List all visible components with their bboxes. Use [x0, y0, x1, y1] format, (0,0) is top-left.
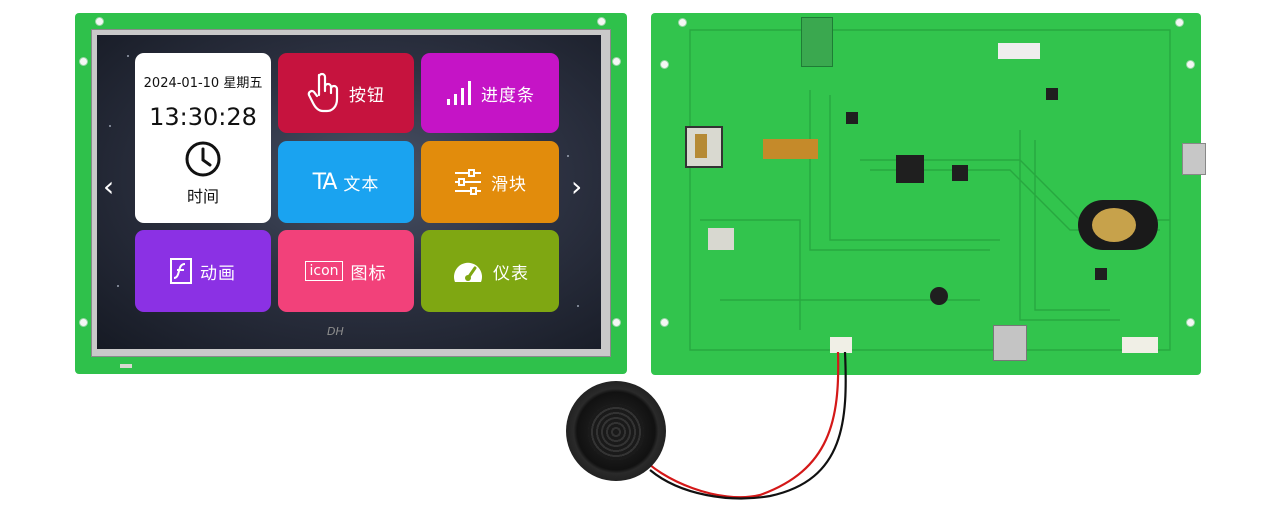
bars-progress-icon	[447, 81, 471, 105]
ic-chip	[1046, 88, 1058, 100]
sd-card-slot	[993, 325, 1027, 361]
test-pad	[708, 228, 734, 250]
next-page-arrow[interactable]: ›	[571, 170, 583, 203]
tile-text-label: 文本	[343, 174, 380, 195]
mount-hole	[660, 318, 669, 327]
time-text: 13:30:28	[149, 102, 257, 131]
mount-hole	[1186, 60, 1195, 69]
ffc-connector-latch	[695, 134, 707, 158]
ic-chip	[952, 165, 968, 181]
clock-icon	[185, 141, 221, 176]
ic-chip	[1095, 268, 1107, 280]
tile-button[interactable]: 按钮	[278, 53, 414, 133]
speaker-connector	[830, 337, 852, 353]
tile-animation[interactable]: 动画	[135, 230, 271, 312]
display-module-back	[651, 13, 1201, 375]
tile-progress-label: 进度条	[481, 85, 535, 106]
gauge-icon	[454, 262, 482, 282]
speaker-cone	[588, 404, 644, 460]
buzzer	[930, 287, 948, 305]
lcd-screen: ‹ › 2024-01-10 星期五 13:30:28 时间 按钮 进度条 TA…	[97, 35, 601, 349]
mount-hole	[660, 60, 669, 69]
mount-hole	[79, 318, 88, 327]
tile-gauge[interactable]: 仪表	[421, 230, 559, 312]
tile-icon[interactable]: icon 图标	[278, 230, 414, 312]
prev-page-arrow[interactable]: ‹	[103, 170, 115, 203]
text-ta-icon: TA	[312, 169, 338, 195]
clock-label: 时间	[186, 186, 219, 206]
brand-mark: DH	[327, 325, 344, 338]
mcu-chip	[896, 155, 924, 183]
icon-badge: icon	[305, 261, 343, 281]
mount-hole	[612, 57, 621, 66]
sliders-icon	[455, 169, 481, 195]
date-text: 2024-01-10 星期五	[143, 75, 263, 91]
hand-pointer-icon	[307, 72, 339, 113]
tile-gauge-label: 仪表	[493, 263, 529, 284]
ic-chip	[846, 112, 858, 124]
flex-cable	[763, 139, 818, 159]
mount-hole	[1175, 18, 1184, 27]
tile-slider[interactable]: 滑块	[421, 141, 559, 223]
mount-hole	[1186, 318, 1195, 327]
mount-hole	[678, 18, 687, 27]
clock-tile[interactable]: 2024-01-10 星期五 13:30:28 时间	[135, 53, 271, 223]
tile-slider-label: 滑块	[491, 174, 527, 195]
coin-battery	[1092, 208, 1136, 242]
power-connector	[1122, 337, 1158, 353]
fpc-connector	[998, 43, 1040, 59]
usb-port	[1182, 143, 1206, 175]
mount-hole	[612, 318, 621, 327]
smd-part	[120, 364, 132, 368]
flash-chip	[801, 17, 833, 67]
pcb-tab-bottom-left	[240, 360, 288, 374]
tile-text[interactable]: TA 文本	[278, 141, 414, 223]
mount-hole	[597, 17, 606, 26]
tile-animation-label: 动画	[200, 263, 236, 284]
mount-hole	[95, 17, 104, 26]
flash-icon	[170, 258, 192, 284]
tile-icon-label: 图标	[350, 263, 387, 284]
tile-button-label: 按钮	[349, 85, 385, 106]
tile-progress[interactable]: 进度条	[421, 53, 559, 133]
mount-hole	[79, 57, 88, 66]
